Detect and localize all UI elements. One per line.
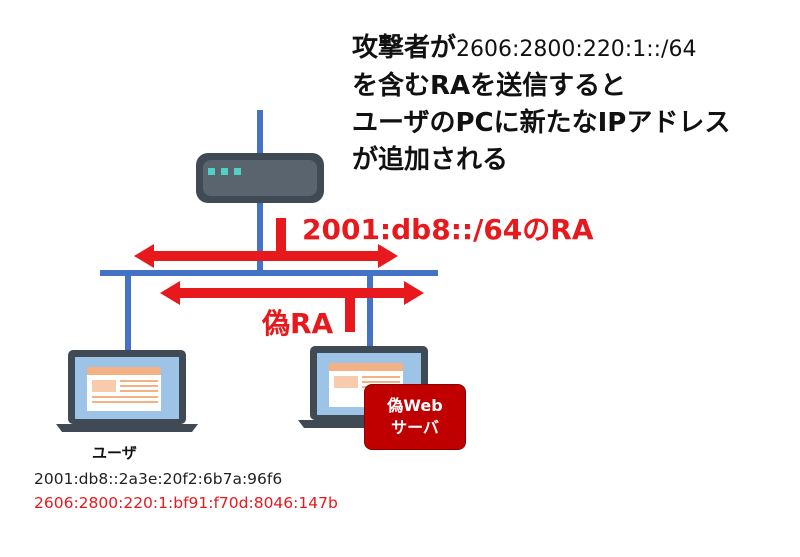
headline-line-4: が追加される <box>352 145 509 175</box>
router <box>196 153 324 203</box>
user-address-added: 2606:2800:220:1:bf91:f70d:8046:147b <box>34 494 338 512</box>
badge-line-2: サーバ <box>391 418 439 437</box>
headline: 攻撃者が2606:2800:220:1::/64 を含むRAを送信すると ユーザ… <box>352 30 792 179</box>
fake-ra-arrow <box>160 281 424 332</box>
headline-line-2: を含むRAを送信すると <box>352 71 627 101</box>
fake-ra-label: 偽RA <box>262 307 334 340</box>
badge-line-1: 偽Web <box>387 396 443 415</box>
user-address-original: 2001:db8::2a3e:20f2:6b7a:96f6 <box>34 470 283 488</box>
headline-line-1: 攻撃者が2606:2800:220:1::/64 <box>352 30 792 68</box>
headline-prefix: 攻撃者が <box>352 33 457 63</box>
headline-attacker-prefix: 2606:2800:220:1::/64 <box>456 37 697 62</box>
user-label: ユーザ <box>92 444 137 462</box>
legit-ra-arrow <box>134 218 398 268</box>
headline-line-3: ユーザのPCに新たなIPアドレス <box>352 108 731 138</box>
legit-ra-label: 2001:db8::/64のRA <box>302 213 594 246</box>
user-laptop <box>56 350 198 432</box>
fake-server-laptop <box>298 346 440 428</box>
fake-web-server-badge: 偽Web サーバ <box>364 384 466 450</box>
